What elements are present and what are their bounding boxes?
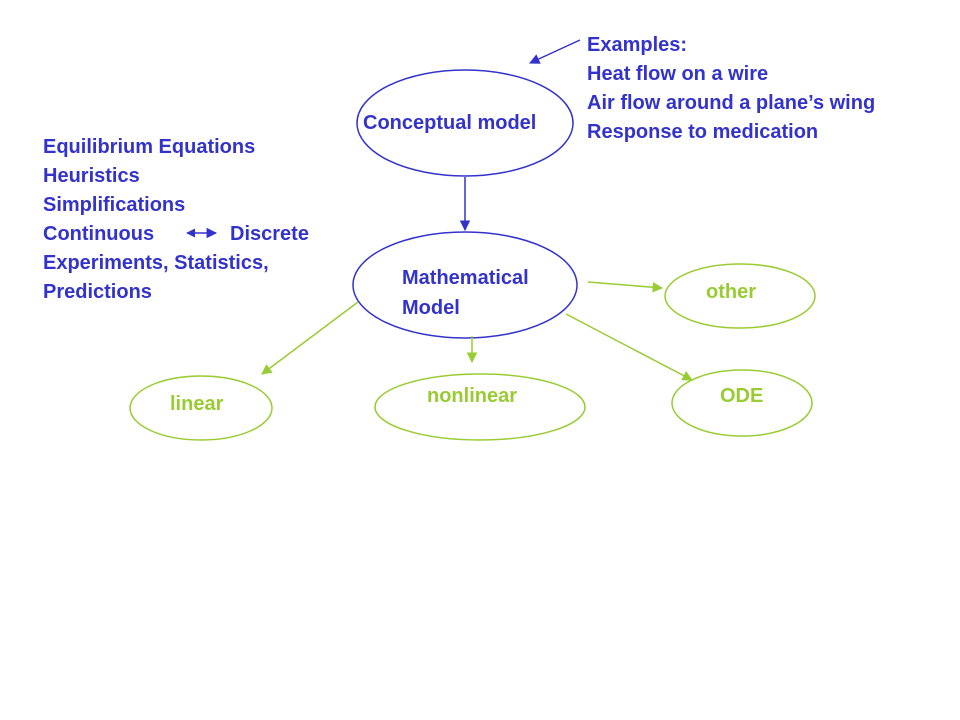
mathematical-model-node [352,231,578,339]
ode-node [671,369,813,437]
mathematical-model-label: Mathematical Model [402,263,529,323]
examples-list: Examples: Heat flow on a wire Air flow a… [587,31,875,147]
other-label: other [706,281,756,303]
example-item: Heat flow on a wire [587,63,769,85]
method-item: Equilibrium Equations [43,136,256,158]
nonlinear-label: nonlinear [427,385,518,407]
method-item: Heuristics [43,165,140,187]
method-item: Experiments, Statistics, [43,252,269,274]
mathematical-model-line2: Model [402,297,460,319]
mathematical-model-line1: Mathematical [402,267,529,289]
to-other-arrow [587,281,664,293]
method-item: Simplifications [43,194,186,216]
examples-arrow [529,39,581,64]
conceptual-model-label: Conceptual model [363,112,537,134]
examples-heading: Examples: [587,34,688,56]
example-item: Air flow around a plane’s wing [587,92,876,114]
linear-node [129,375,273,441]
to-linear-arrow [261,301,359,375]
continuous-discrete-row: Continuous Discrete [43,220,309,249]
discrete-label: Discrete [230,223,309,245]
example-item: Response to medication [587,121,819,143]
other-node [664,263,816,329]
method-item: Predictions [43,281,152,303]
to-ode-arrow [565,313,693,381]
nonlinear-node [374,373,586,441]
conceptual-model-node [356,69,574,177]
ode-label: ODE [720,385,764,407]
methods-list: Equilibrium Equations Heuristics Simplif… [43,133,309,307]
continuous-label: Continuous [43,223,155,245]
linear-label: linear [170,393,224,415]
